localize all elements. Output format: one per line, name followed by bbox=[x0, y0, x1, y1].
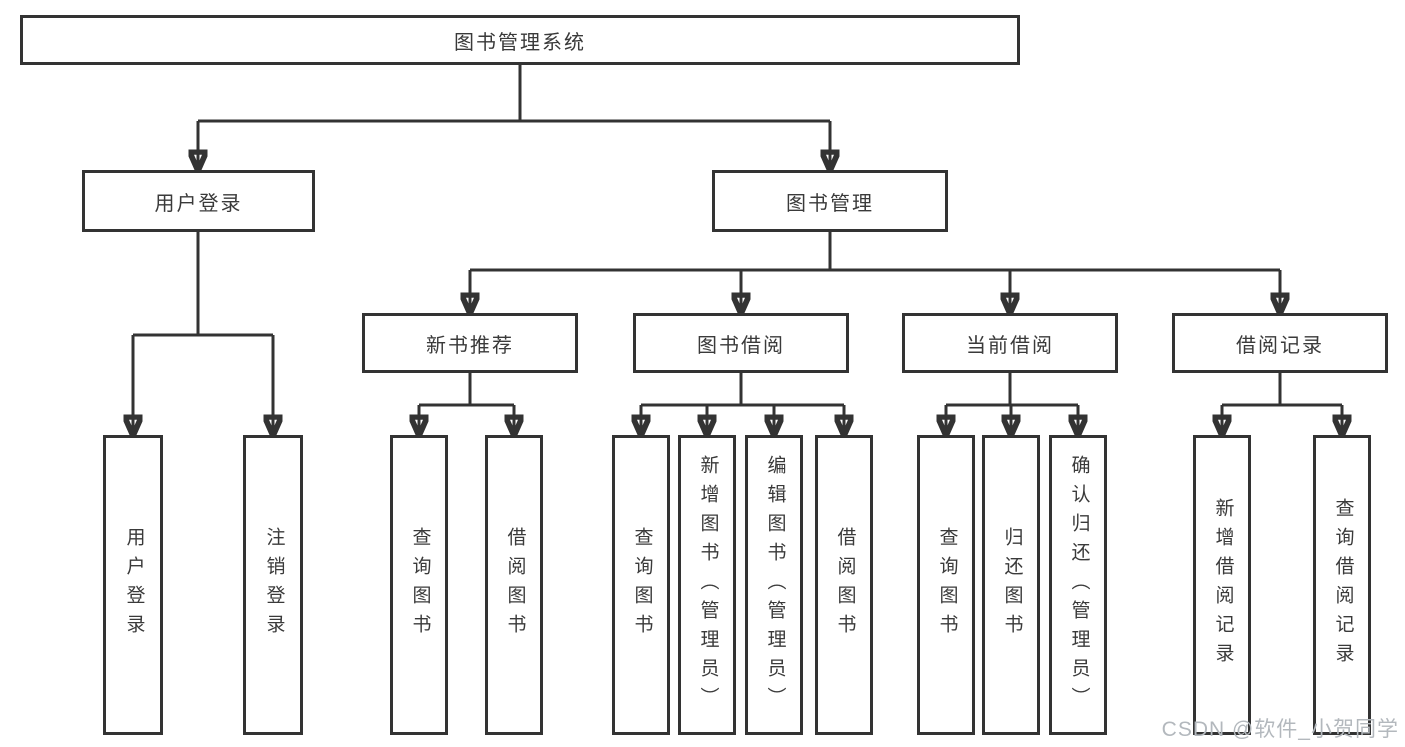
connector-book-management-bus bbox=[470, 232, 1280, 272]
connector-new-book-recommendation-bus bbox=[419, 373, 514, 407]
csdn-watermark: CSDN @软件_小贺同学 bbox=[1161, 718, 1399, 741]
leaf-bb-add-books-admin: 新增图书（管理员） bbox=[678, 435, 736, 735]
leaf-user-login: 用户登录 bbox=[103, 435, 163, 735]
connector-root-bus bbox=[198, 65, 830, 123]
leaf-nbr-borrow-books: 借阅图书 bbox=[485, 435, 543, 735]
connector-book-borrowing-bus bbox=[641, 373, 844, 407]
connector-user-login-bus bbox=[133, 232, 273, 337]
node-label: 借阅记录 bbox=[1236, 334, 1324, 357]
node-label: 新书推荐 bbox=[426, 334, 514, 357]
node-label: 图书借阅 bbox=[697, 334, 785, 357]
node-label: 用户登录 bbox=[123, 527, 145, 643]
node-current-borrowing: 当前借阅 bbox=[902, 313, 1118, 373]
leaf-br-query-borrow-record: 查询借阅记录 bbox=[1313, 435, 1371, 735]
node-label: 归还图书 bbox=[1001, 527, 1023, 643]
leaf-cb-confirm-return-admin: 确认归还（管理员） bbox=[1049, 435, 1107, 735]
node-label: 查询借阅记录 bbox=[1332, 498, 1354, 672]
leaf-bb-edit-books-admin: 编辑图书（管理员） bbox=[745, 435, 803, 735]
connector-borrowing-records-bus bbox=[1222, 373, 1342, 407]
node-label: 图书管理 bbox=[786, 192, 874, 215]
leaf-logout: 注销登录 bbox=[243, 435, 303, 735]
node-label: 查询图书 bbox=[409, 527, 431, 643]
node-label: 图书管理系统 bbox=[454, 31, 586, 54]
node-label: 新增图书（管理员） bbox=[697, 454, 719, 716]
node-label: 借阅图书 bbox=[504, 527, 526, 643]
leaf-bb-query-books: 查询图书 bbox=[612, 435, 670, 735]
node-book-management-system: 图书管理系统 bbox=[20, 15, 1020, 65]
node-book-management: 图书管理 bbox=[712, 170, 948, 232]
leaf-nbr-query-books: 查询图书 bbox=[390, 435, 448, 735]
node-label: 查询图书 bbox=[936, 527, 958, 643]
node-label: 编辑图书（管理员） bbox=[764, 454, 786, 716]
node-book-borrowing: 图书借阅 bbox=[633, 313, 849, 373]
node-label: 当前借阅 bbox=[966, 334, 1054, 357]
node-label: 确认归还（管理员） bbox=[1068, 454, 1090, 716]
node-new-book-recommendation: 新书推荐 bbox=[362, 313, 578, 373]
leaf-cb-return-books: 归还图书 bbox=[982, 435, 1040, 735]
node-user-login: 用户登录 bbox=[82, 170, 315, 232]
node-borrowing-records: 借阅记录 bbox=[1172, 313, 1388, 373]
leaf-cb-query-books: 查询图书 bbox=[917, 435, 975, 735]
node-label: 注销登录 bbox=[263, 527, 285, 643]
node-label: 用户登录 bbox=[154, 192, 243, 215]
node-label: 新增借阅记录 bbox=[1212, 498, 1234, 672]
connector-current-borrowing-bus bbox=[946, 373, 1078, 407]
leaf-br-add-borrow-record: 新增借阅记录 bbox=[1193, 435, 1251, 735]
node-label: 借阅图书 bbox=[834, 527, 856, 643]
node-label: 查询图书 bbox=[631, 527, 653, 643]
leaf-bb-borrow-books: 借阅图书 bbox=[815, 435, 873, 735]
